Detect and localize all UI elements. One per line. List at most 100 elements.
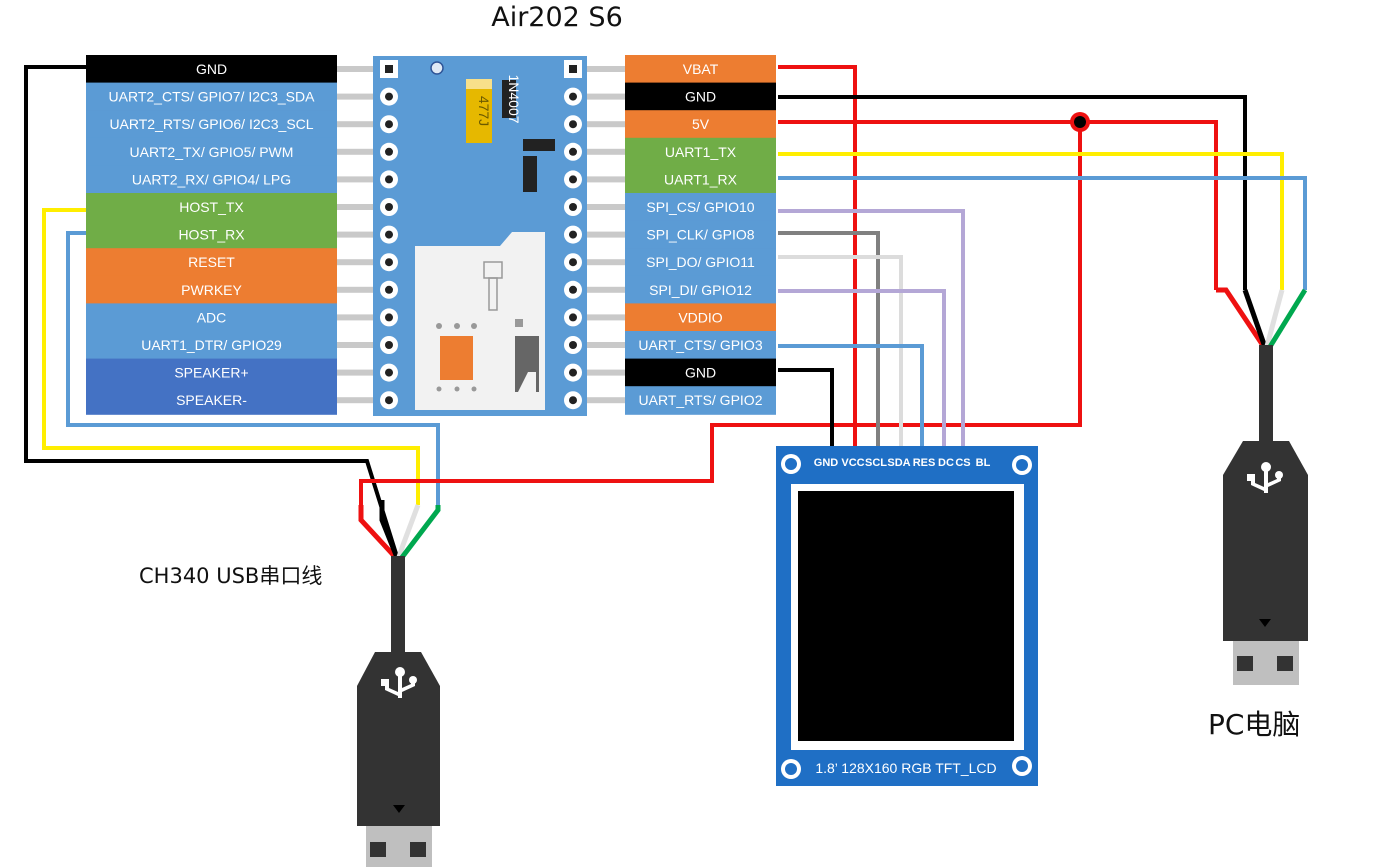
diode-label: 1N4007 <box>506 74 522 123</box>
right-pin-6: SPI_CLK/ GPIO8 <box>625 220 776 250</box>
left-pin-1: UART2_CTS/ GPIO7/ I2C3_SDA <box>86 82 337 112</box>
left-pin-lead <box>337 148 373 155</box>
right-pin-lead <box>587 342 625 348</box>
wire-gnd-lcd <box>778 368 834 447</box>
left-pin-4: UART2_RX/ GPIO4/ LPG <box>86 165 337 194</box>
right-pin-bar <box>625 82 776 112</box>
right-pin-3: UART1_TX <box>625 137 776 167</box>
right-usb-icon <box>1247 462 1283 493</box>
wire-spi-do <box>778 255 903 447</box>
left-pin-8: PWRKEY <box>86 275 337 305</box>
wire-gnd-pc <box>778 95 1247 290</box>
left-usb-icon <box>381 667 417 698</box>
left-pin-lead <box>337 397 373 404</box>
left-pin-lead <box>337 314 373 321</box>
right-pin-bar <box>625 137 776 167</box>
right-pin-lead <box>587 121 625 128</box>
lcd-caption: 1.8’ 128X160 RGB TFT_LCD <box>815 760 996 776</box>
capacitor <box>466 79 492 143</box>
left-pin-bar <box>86 303 337 332</box>
lcd-pin-label-cs: CS <box>955 457 970 469</box>
right-pin-label: SPI_CLK/ GPIO8 <box>646 227 754 243</box>
right-pin-10: UART_CTS/ GPIO3 <box>625 331 776 360</box>
left-pin-label: SPEAKER+ <box>174 365 248 381</box>
right-pin-4: UART1_RX <box>625 165 776 194</box>
left-pin-label: UART2_TX/ GPIO5/ PWM <box>130 144 294 160</box>
mount-hole <box>430 61 444 75</box>
right-pin-label: SPI_DI/ GPIO12 <box>649 282 752 298</box>
left-pin-bar <box>86 248 337 277</box>
right-pin-label: GND <box>685 365 716 381</box>
right-pin-bar <box>625 303 776 332</box>
right-pin-label: SPI_DO/ GPIO11 <box>646 254 755 270</box>
wire-host-tx <box>42 208 420 505</box>
left-pin-label: UART1_DTR/ GPIO29 <box>141 337 282 353</box>
left-pin-label: ADC <box>197 309 227 325</box>
left-cable-label: CH340 USB串口线 <box>139 564 322 588</box>
right-pin-12: UART_RTS/ GPIO2 <box>625 386 776 415</box>
right-pin-2: 5V <box>625 110 776 139</box>
right-pin-lead <box>587 148 625 155</box>
wire-uart1-tx-pc <box>778 152 1284 290</box>
right-pin-0: VBAT <box>625 55 776 84</box>
right-pin-label: VBAT <box>683 61 719 77</box>
right-cable-label: PC电脑 <box>1208 708 1300 741</box>
diode <box>502 80 516 118</box>
chip-bar <box>523 139 555 151</box>
lcd-pin-label-bl: BL <box>976 457 991 469</box>
right-pin-11: GND <box>625 358 776 388</box>
left-pin-bar <box>86 331 337 360</box>
left-pin-label: SPEAKER- <box>176 392 247 408</box>
left-pin-lead <box>337 286 373 293</box>
right-cable-wire <box>1259 345 1273 441</box>
left-pin-3: UART2_TX/ GPIO5/ PWM <box>86 137 337 167</box>
wire-5v-pc <box>778 120 1218 290</box>
lcd-pin-label-sda: SDA <box>887 457 910 469</box>
wire-host-rx <box>66 231 440 505</box>
left-pin-bar <box>86 275 337 305</box>
left-pin-bar <box>86 165 337 194</box>
lcd-pin-label-vcc: VCC <box>841 457 864 469</box>
right-pin-bar <box>625 220 776 250</box>
left-pin-lead <box>337 121 373 128</box>
left-pin-lead <box>337 342 373 348</box>
left-pin-7: RESET <box>86 248 337 277</box>
left-cable-wire <box>391 556 405 652</box>
right-pin-bar <box>625 193 776 222</box>
right-pin-bar <box>625 358 776 388</box>
left-pin-lead <box>337 93 373 100</box>
right-pin-label: GND <box>685 89 716 105</box>
left-pin-lead <box>337 259 373 266</box>
left-usb-body <box>357 652 440 826</box>
lcd-pin-label-dc: DC <box>938 457 954 469</box>
lcd-pin-label-gnd: GND <box>814 457 839 469</box>
right-pin-1: GND <box>625 82 776 112</box>
right-usb-body <box>1223 441 1308 641</box>
left-pin-9: ADC <box>86 303 337 332</box>
right-pin-9: VDDIO <box>625 303 776 332</box>
left-pin-lead <box>337 176 373 183</box>
right-pin-bar <box>625 110 776 139</box>
lcd-pin-label-scl: SCL <box>865 457 887 469</box>
left-pin-bar <box>86 358 337 388</box>
left-pin-bar <box>86 82 337 112</box>
air202-board: 477J 1N4007 <box>337 56 625 416</box>
left-pin-10: UART1_DTR/ GPIO29 <box>86 331 337 360</box>
chip-block <box>523 156 537 192</box>
right-pin-label: 5V <box>692 116 710 132</box>
wire-spi-cs <box>778 209 965 447</box>
wire-vbat-lcd-vcc <box>778 65 857 447</box>
right-pin-label: UART1_RX <box>664 171 738 187</box>
right-pin-lead <box>587 314 625 321</box>
right-pin-lead <box>587 66 625 72</box>
right-pin-bar <box>625 331 776 360</box>
left-pin-label: GND <box>196 61 227 77</box>
left-pin-lead <box>337 231 373 238</box>
left-pin-label: UART2_CTS/ GPIO7/ I2C3_SDA <box>109 89 316 105</box>
sim-chip <box>440 336 473 380</box>
left-pin-bar <box>86 220 337 250</box>
